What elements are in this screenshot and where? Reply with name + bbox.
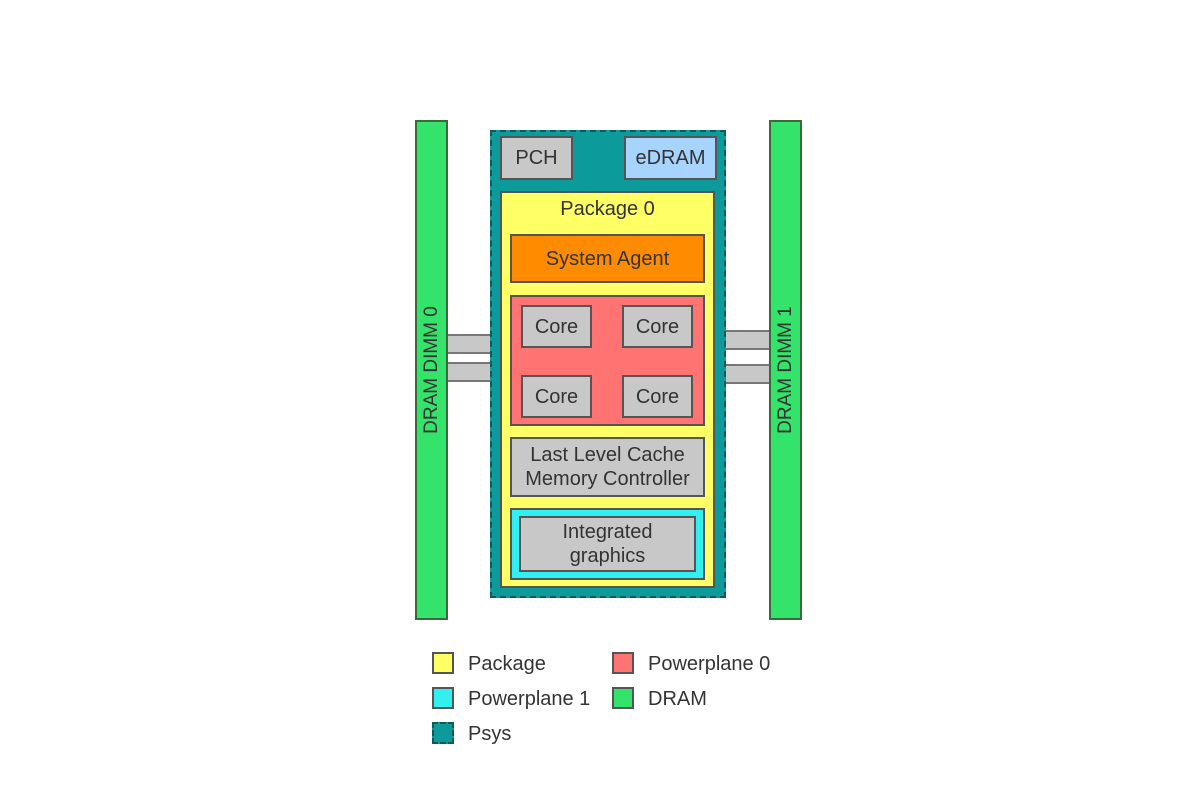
llc-label: Last Level Cache <box>530 444 685 466</box>
package-0-label: Package 0 <box>560 198 655 220</box>
core-2-label: Core <box>635 315 680 338</box>
system-agent-block: System Agent <box>510 234 705 283</box>
edram-block: eDRAM <box>624 136 717 180</box>
llc-memory-controller-block: Last Level Cache Memory Controller <box>510 437 705 497</box>
legend-swatch-psys <box>432 722 454 744</box>
memory-bus-left-1 <box>448 334 491 354</box>
legend-swatch-dram <box>612 687 634 709</box>
legend-label-package: Package <box>468 653 546 675</box>
core-3: Core <box>521 375 592 418</box>
memory-controller-label: Memory Controller <box>525 468 690 490</box>
core-1: Core <box>521 305 592 348</box>
legend-label-powerplane-1: Powerplane 1 <box>468 688 591 710</box>
memory-bus-right-2 <box>726 364 769 384</box>
core-2: Core <box>622 305 693 348</box>
dram-dimm-0-label: DRAM DIMM 0 <box>420 306 442 434</box>
legend-swatch-powerplane-1 <box>432 687 454 709</box>
legend-swatch-powerplane-0 <box>612 652 634 674</box>
legend-label-psys: Psys <box>468 723 512 745</box>
legend-label-dram: DRAM <box>648 688 707 710</box>
dram-dimm-1: DRAM DIMM 1 <box>769 120 802 620</box>
core-4-label: Core <box>635 385 680 408</box>
dram-dimm-1-label: DRAM DIMM 1 <box>774 306 796 434</box>
pch-block: PCH <box>500 136 573 180</box>
graphics-label-line2: graphics <box>569 545 646 567</box>
legend-label-powerplane-0: Powerplane 0 <box>648 653 771 675</box>
memory-bus-right-1 <box>726 330 769 350</box>
core-4: Core <box>622 375 693 418</box>
core-3-label: Core <box>534 385 579 408</box>
integrated-graphics-block: Integrated graphics <box>519 516 696 572</box>
dram-dimm-0: DRAM DIMM 0 <box>415 120 448 620</box>
core-1-label: Core <box>534 315 579 338</box>
pch-label: PCH <box>515 147 558 169</box>
system-agent-label: System Agent <box>545 247 670 270</box>
memory-bus-left-2 <box>448 362 491 382</box>
edram-label: eDRAM <box>635 147 706 169</box>
legend-swatch-package <box>432 652 454 674</box>
graphics-label-line1: Integrated <box>562 521 653 543</box>
